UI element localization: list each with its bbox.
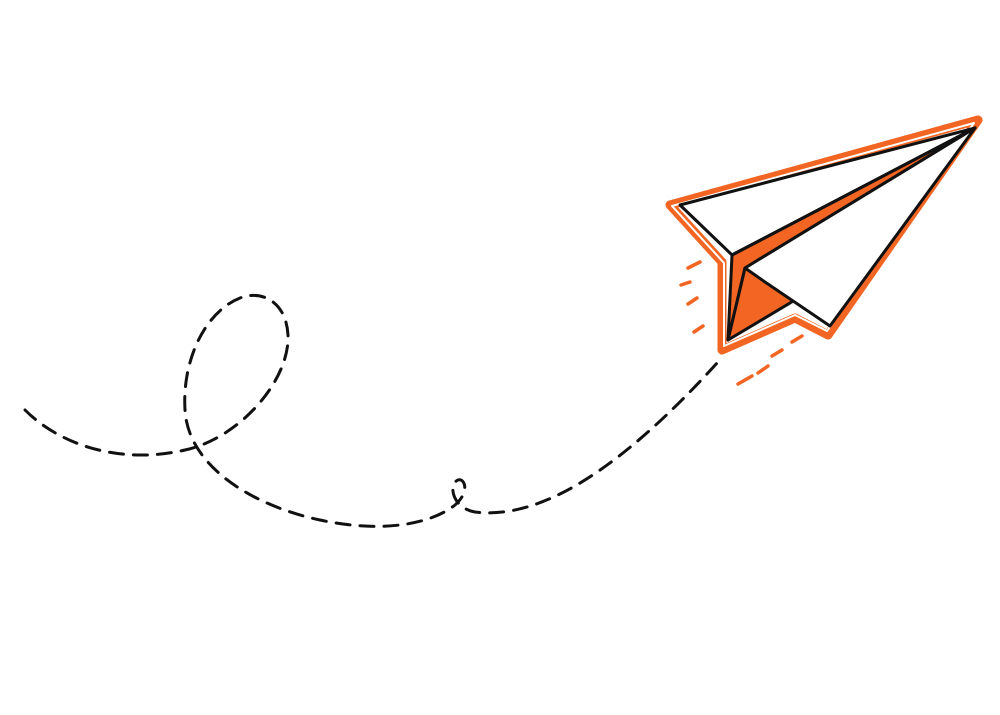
spark-mark [770,348,784,358]
speed-marks [679,260,804,386]
paper-plane [678,126,977,342]
spark-mark [736,374,754,386]
outline-stroke-inner [671,122,975,347]
spark-mark [692,324,705,334]
spark-mark [756,364,770,375]
dashed-flight-trail [23,293,720,528]
spark-mark [686,296,699,306]
spark-mark [790,334,804,344]
plane-orange-outline [665,115,983,355]
plane-crease [731,126,976,257]
plane-bottom-wing [743,126,977,328]
spark-mark [679,280,692,287]
spark-mark [686,260,702,270]
